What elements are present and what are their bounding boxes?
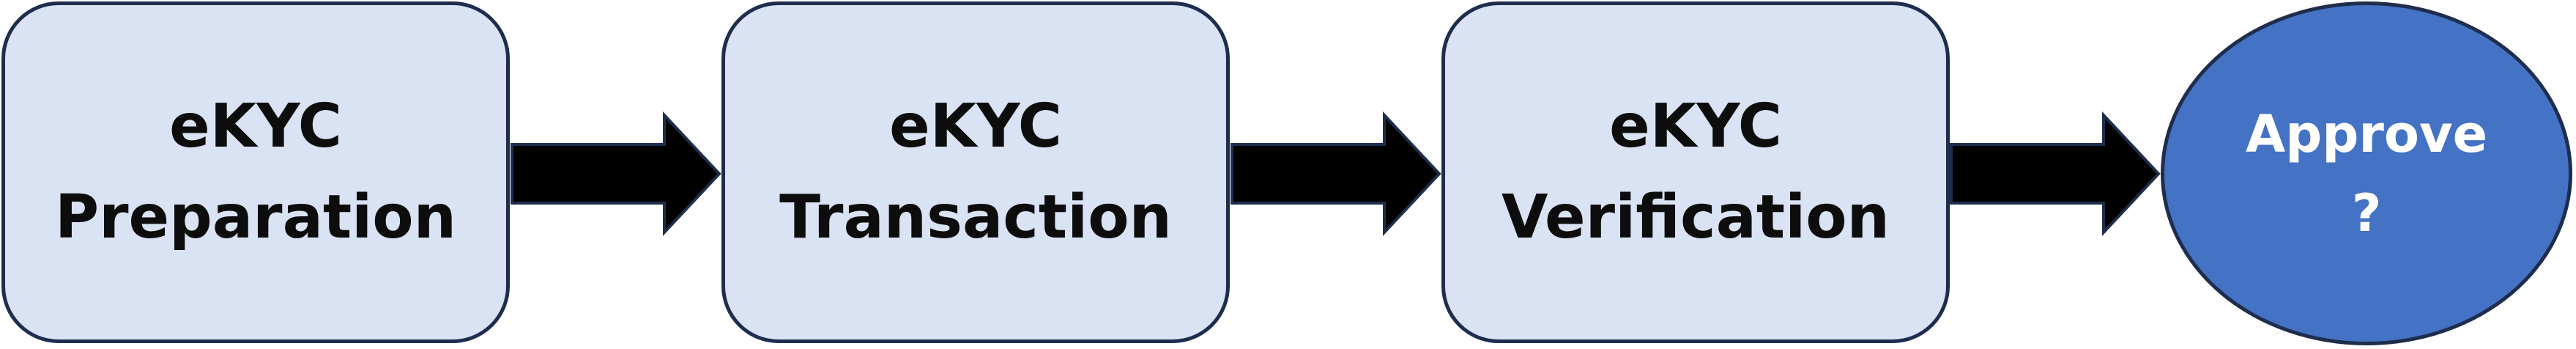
decision-ellipse-approve: Approve ? — [2161, 1, 2572, 345]
right-arrow-icon — [1950, 111, 2161, 237]
decision-label-line2: ? — [2351, 183, 2382, 243]
step-label-line2: Transaction — [779, 183, 1172, 252]
step-label-line2: Preparation — [55, 183, 456, 252]
step-label-line1: eKYC — [1609, 92, 1782, 161]
step-label-line1: eKYC — [889, 92, 1062, 161]
step-box-ekyc-preparation: eKYC Preparation — [1, 1, 510, 343]
step-box-ekyc-transaction: eKYC Transaction — [721, 1, 1230, 343]
decision-label-line1: Approve — [2245, 103, 2488, 164]
right-arrow-icon — [1231, 111, 1441, 237]
step-box-ekyc-verification: eKYC Verification — [1441, 1, 1950, 343]
step-label-line2: Verification — [1502, 183, 1890, 252]
right-arrow-icon — [511, 111, 721, 237]
step-label-line1: eKYC — [169, 92, 342, 161]
